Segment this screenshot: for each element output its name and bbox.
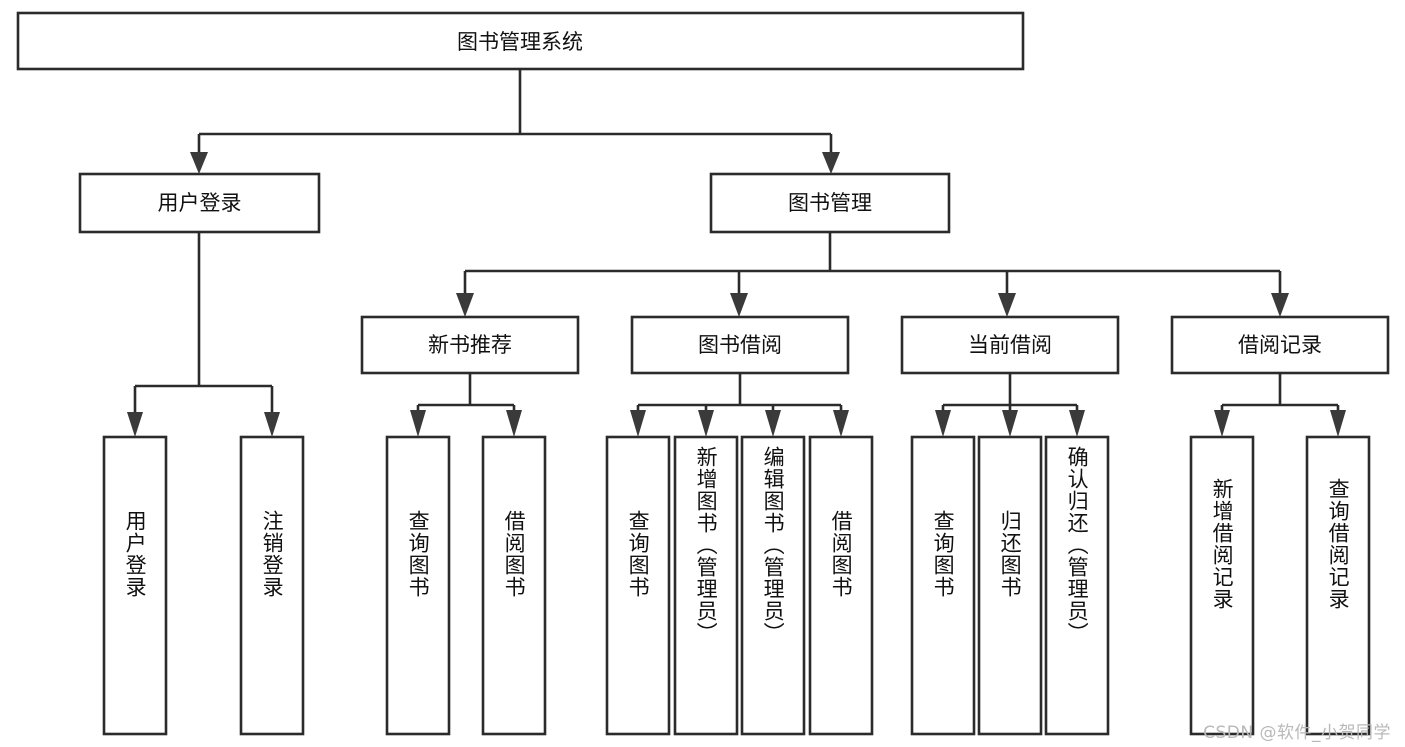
leaf-box-add-book[interactable] [673, 435, 739, 736]
arrow-head-icon [998, 293, 1016, 317]
arrow-head-icon [833, 410, 849, 437]
csdn-watermark: CSDN @软件_小贺同学 [1203, 723, 1391, 743]
node-borrow-record-label: 借阅记录 [1238, 333, 1322, 357]
node-borrow-record[interactable]: 借阅记录 [1170, 315, 1390, 375]
node-book-borrow-box[interactable] [630, 315, 850, 375]
leaf-box-query-book-2[interactable] [605, 435, 671, 736]
leaf-box-user-login[interactable] [102, 435, 168, 736]
arrow-head-icon [1002, 410, 1018, 437]
leaf-box-return-book[interactable] [977, 435, 1043, 736]
leaf-box-query-book-1[interactable] [385, 435, 451, 736]
node-current-borrow[interactable]: 当前借阅 [900, 315, 1120, 375]
node-new-book-recommend[interactable]: 新书推荐 [360, 315, 580, 375]
arrow-head-icon [410, 410, 426, 437]
arrow-head-icon [264, 412, 280, 437]
arrow-head-icon [456, 293, 474, 317]
leaf-box-query-record[interactable] [1305, 435, 1371, 736]
node-root-box[interactable] [16, 11, 1025, 71]
node-current-borrow-label: 当前借阅 [968, 333, 1052, 357]
node-book-manage-box[interactable] [709, 172, 951, 234]
node-book-borrow-label: 图书借阅 [698, 333, 782, 357]
leaf-box-confirm-return[interactable] [1044, 435, 1110, 736]
node-book-manage-label: 图书管理 [788, 191, 872, 215]
node-root-label: 图书管理系统 [457, 30, 583, 54]
node-root[interactable]: 图书管理系统 [16, 11, 1025, 71]
leaf-box-add-record[interactable] [1189, 435, 1255, 736]
leaf-box-query-book-3[interactable] [910, 435, 976, 736]
node-new-book-recommend-label: 新书推荐 [428, 333, 512, 357]
leaf-box-borrow-book-1[interactable] [481, 435, 547, 736]
node-book-borrow[interactable]: 图书借阅 [630, 315, 850, 375]
arrow-head-icon [1330, 410, 1346, 437]
node-user-login-label: 用户登录 [158, 191, 242, 215]
arrow-head-icon [935, 410, 951, 437]
arrow-head-icon [730, 293, 748, 317]
arrow-head-icon [127, 412, 143, 437]
arrow-head-icon [190, 152, 208, 174]
arrow-head-icon [506, 410, 522, 437]
arrow-head-icon [630, 410, 646, 437]
arrow-head-icon [1069, 410, 1085, 437]
node-borrow-record-box[interactable] [1170, 315, 1390, 375]
leaf-box-logout-login[interactable] [239, 435, 305, 736]
node-current-borrow-box[interactable] [900, 315, 1120, 375]
node-new-book-recommend-box[interactable] [360, 315, 580, 375]
node-book-manage[interactable]: 图书管理 [709, 172, 951, 234]
leaf-box-borrow-book-2[interactable] [808, 435, 874, 736]
arrow-head-icon [822, 152, 840, 174]
arrow-head-icon [765, 410, 781, 437]
node-user-login[interactable]: 用户登录 [78, 172, 321, 234]
arrow-head-icon [1214, 410, 1230, 437]
leaf-box-edit-book[interactable] [740, 435, 806, 736]
arrow-head-icon [698, 410, 714, 437]
arrow-head-icon [1271, 293, 1289, 317]
